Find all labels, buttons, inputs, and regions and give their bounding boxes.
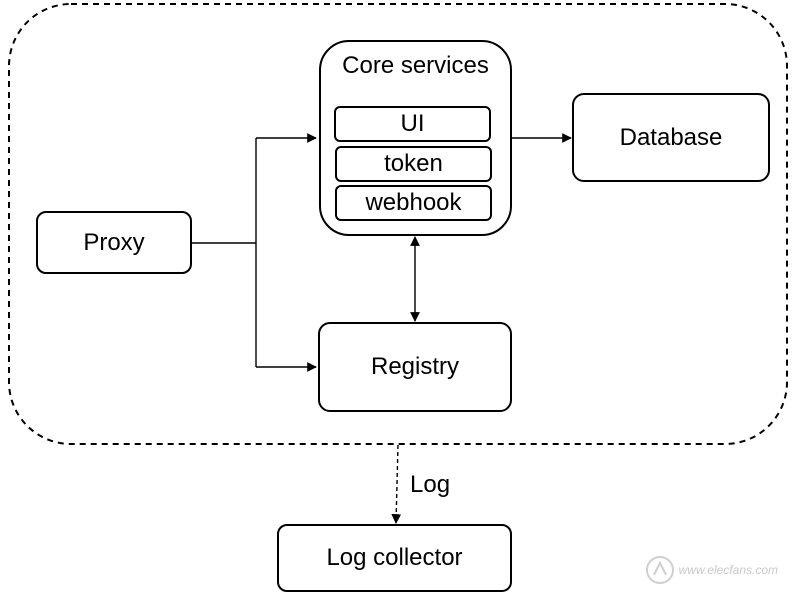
core-item-token-label: token xyxy=(384,150,443,177)
core-item-ui-label: UI xyxy=(400,110,425,137)
core-item-ui: UI xyxy=(334,106,491,142)
system-boundary xyxy=(8,3,788,445)
database-label: Database xyxy=(619,123,723,151)
watermark: www.elecfans.com xyxy=(645,555,778,585)
watermark-text: www.elecfans.com xyxy=(678,563,778,577)
log-collector-label: Log collector xyxy=(326,544,463,571)
registry-box: Registry xyxy=(318,322,512,412)
database-box: Database xyxy=(572,93,770,182)
log-edge-label: Log xyxy=(410,471,451,498)
core-item-webhook-label: webhook xyxy=(365,189,462,216)
proxy-label: Proxy xyxy=(83,228,145,256)
core-item-token: token xyxy=(335,146,492,182)
proxy-box: Proxy xyxy=(36,211,192,274)
log-collector-box: Log collector xyxy=(277,524,512,592)
registry-label: Registry xyxy=(370,353,460,380)
core-services-label: Core services xyxy=(342,52,489,79)
watermark-logo-icon xyxy=(645,556,674,584)
arrow-log xyxy=(391,444,402,524)
core-item-webhook: webhook xyxy=(335,185,492,221)
